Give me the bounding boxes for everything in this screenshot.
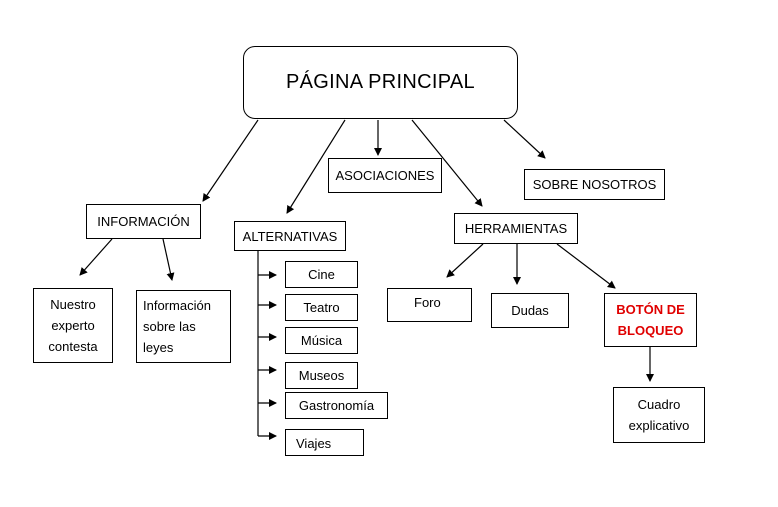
node-cine: Cine (285, 261, 358, 288)
node-museos-label: Museos (298, 368, 345, 383)
node-dudas: Dudas (491, 293, 569, 328)
node-asociaciones: ASOCIACIONES (328, 158, 442, 193)
node-teatro-label: Teatro (303, 300, 340, 315)
node-gastronomia-label: Gastronomía (298, 398, 375, 413)
node-herramientas: HERRAMIENTAS (454, 213, 578, 244)
node-informacion-leyes-label: Información sobre las leyes (143, 298, 211, 355)
arrow-root-herramientas (411, 119, 483, 207)
arrow-root-sobre-nosotros (503, 119, 546, 159)
node-musica: Música (285, 327, 358, 354)
node-nuestro-experto: Nuestro experto contesta (33, 288, 113, 363)
node-foro-label: Foro (414, 295, 441, 310)
arrow-root-alternativas (286, 119, 346, 214)
node-viajes: Viajes (285, 429, 364, 456)
node-alternativas: ALTERNATIVAS (234, 221, 346, 251)
node-sobre-nosotros-label: SOBRE NOSOTROS (532, 177, 657, 192)
arrow-informacion-experto (79, 238, 113, 276)
node-museos: Museos (285, 362, 358, 389)
node-sobre-nosotros: SOBRE NOSOTROS (524, 169, 665, 200)
node-cuadro-explicativo-label: Cuadro explicativo (628, 397, 690, 433)
node-pagina-principal-label: PÁGINA PRINCIPAL (286, 71, 475, 93)
node-informacion-label: INFORMACIÓN (97, 214, 190, 229)
node-dudas-label: Dudas (511, 303, 549, 318)
node-informacion-leyes: Información sobre las leyes (136, 290, 231, 363)
arrow-root-informacion (202, 119, 259, 202)
node-cuadro-explicativo: Cuadro explicativo (613, 387, 705, 443)
arrow-herr-boton (556, 243, 616, 289)
node-informacion: INFORMACIÓN (86, 204, 201, 239)
node-pagina-principal: PÁGINA PRINCIPAL (243, 46, 518, 119)
node-boton-bloqueo: BOTÓN DE BLOQUEO (604, 293, 697, 347)
node-musica-label: Música (300, 333, 343, 348)
arrow-informacion-leyes (162, 238, 175, 281)
node-foro: Foro (387, 288, 472, 322)
node-herramientas-label: HERRAMIENTAS (464, 221, 568, 236)
node-cine-label: Cine (308, 267, 335, 282)
node-alternativas-label: ALTERNATIVAS (242, 228, 338, 244)
node-asociaciones-label: ASOCIACIONES (335, 168, 435, 183)
node-nuestro-experto-label: Nuestro experto contesta (48, 297, 98, 354)
node-boton-bloqueo-label: BOTÓN DE BLOQUEO (616, 302, 685, 338)
node-teatro: Teatro (285, 294, 358, 321)
arrow-herr-foro (446, 243, 484, 278)
node-viajes-label: Viajes (296, 436, 332, 451)
node-gastronomia: Gastronomía (285, 392, 388, 419)
